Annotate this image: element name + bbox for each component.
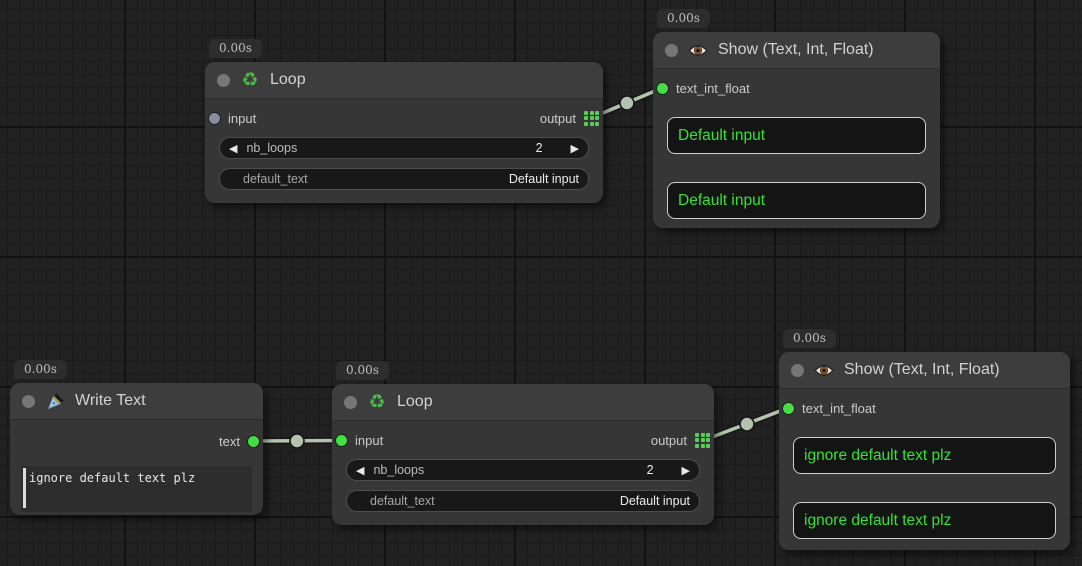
link-midpoint-dot[interactable] bbox=[739, 416, 755, 432]
show-value-box: Default input bbox=[667, 117, 926, 154]
recycle-icon: ♻ bbox=[368, 390, 386, 413]
node-title: Show (Text, Int, Float) bbox=[718, 41, 874, 58]
increment-arrow-icon[interactable]: ▶ bbox=[570, 141, 579, 155]
output-grid-icon[interactable] bbox=[695, 432, 710, 448]
input-slot-label: text_int_float bbox=[676, 80, 750, 96]
widget-label: nb_loops bbox=[373, 463, 425, 477]
show-value-box: Default input bbox=[667, 182, 926, 219]
node-title: Write Text bbox=[75, 392, 146, 409]
show-value-text: ignore default text plz bbox=[804, 446, 952, 464]
recycle-icon: ♻ bbox=[241, 68, 259, 91]
nb-loops-number-widget[interactable]: ◀ nb_loops 2 ▶ bbox=[219, 137, 589, 159]
widget-label: nb_loops bbox=[246, 141, 298, 155]
input-slot-dot[interactable] bbox=[783, 402, 794, 414]
link-wire[interactable] bbox=[249, 433, 346, 449]
link-wire[interactable] bbox=[699, 404, 792, 444]
input-slot-dot[interactable] bbox=[657, 82, 668, 94]
eye-icon bbox=[688, 40, 708, 60]
show-value-text: Default input bbox=[678, 126, 766, 144]
show-value-box: ignore default text plz bbox=[793, 437, 1056, 474]
collapse-dot[interactable] bbox=[791, 363, 804, 377]
link-midpoint-dot[interactable] bbox=[289, 433, 305, 449]
collapse-dot[interactable] bbox=[217, 73, 230, 87]
node-show-top[interactable]: 0.00s Show (Text, Int, Float) text_int_f… bbox=[653, 9, 940, 228]
input-slot-label: text_int_float bbox=[802, 400, 876, 416]
show-value-box: ignore default text plz bbox=[793, 502, 1056, 539]
output-slot-dot[interactable] bbox=[248, 435, 259, 447]
node-titlebar[interactable]: Write Text bbox=[10, 383, 263, 420]
widget-value[interactable]: 2 bbox=[646, 463, 654, 477]
widget-label: default_text bbox=[370, 494, 435, 508]
collapse-dot[interactable] bbox=[22, 394, 35, 408]
input-slot: text_int_float bbox=[657, 81, 750, 96]
output-slot-label: output bbox=[650, 432, 687, 448]
execution-time-badge: 0.00s bbox=[14, 360, 67, 379]
collapse-dot[interactable] bbox=[344, 395, 357, 409]
input-slot: input bbox=[209, 111, 256, 126]
node-loop-bottom[interactable]: 0.00s ♻ Loop input output ◀ nb_loops 2 ▶… bbox=[332, 361, 714, 525]
node-title: Loop bbox=[270, 71, 306, 88]
widget-value[interactable]: Default input bbox=[619, 494, 690, 508]
node-show-bottom[interactable]: 0.00s Show (Text, Int, Float) text_int_f… bbox=[779, 329, 1070, 550]
default-text-widget[interactable]: default_text Default input bbox=[219, 168, 589, 190]
text-cursor bbox=[23, 468, 26, 508]
output-slot: text bbox=[219, 434, 259, 449]
node-titlebar[interactable]: Show (Text, Int, Float) bbox=[653, 32, 940, 69]
node-loop-top[interactable]: 0.00s ♻ Loop input output ◀ nb_loops 2 ▶… bbox=[205, 39, 603, 203]
show-value-text: ignore default text plz bbox=[804, 511, 952, 529]
output-slot-label: text bbox=[219, 433, 240, 449]
increment-arrow-icon[interactable]: ▶ bbox=[681, 463, 690, 477]
widget-value[interactable]: Default input bbox=[508, 172, 579, 186]
text-editor[interactable]: ignore default text plz bbox=[21, 466, 252, 512]
show-value-text: Default input bbox=[678, 191, 766, 209]
input-slot-dot[interactable] bbox=[336, 434, 347, 446]
execution-time-badge: 0.00s bbox=[209, 39, 262, 58]
input-slot: text_int_float bbox=[783, 401, 876, 416]
output-grid-icon[interactable] bbox=[584, 110, 599, 126]
link-midpoint-dot[interactable] bbox=[619, 95, 635, 111]
input-slot-label: input bbox=[355, 432, 384, 448]
execution-time-badge: 0.00s bbox=[657, 9, 710, 28]
execution-time-badge: 0.00s bbox=[336, 361, 389, 380]
node-titlebar[interactable]: ♻ Loop bbox=[205, 62, 603, 99]
node-title: Loop bbox=[397, 393, 433, 410]
nb-loops-number-widget[interactable]: ◀ nb_loops 2 ▶ bbox=[346, 459, 700, 481]
output-slot-label: output bbox=[539, 110, 576, 126]
node-title: Show (Text, Int, Float) bbox=[844, 361, 1000, 378]
widget-label: default_text bbox=[243, 172, 308, 186]
default-text-widget[interactable]: default_text Default input bbox=[346, 490, 700, 512]
node-titlebar[interactable]: Show (Text, Int, Float) bbox=[779, 352, 1070, 389]
input-slot-dot[interactable] bbox=[209, 112, 220, 124]
text-editor-content: ignore default text plz bbox=[29, 471, 196, 485]
pen-icon bbox=[45, 391, 65, 411]
output-slot: output bbox=[539, 110, 599, 126]
output-slot: output bbox=[650, 432, 710, 448]
decrement-arrow-icon[interactable]: ◀ bbox=[229, 141, 238, 155]
node-titlebar[interactable]: ♻ Loop bbox=[332, 384, 714, 421]
widget-value[interactable]: 2 bbox=[535, 141, 543, 155]
input-slot-label: input bbox=[228, 110, 257, 126]
input-slot: input bbox=[336, 433, 383, 448]
node-write-text[interactable]: 0.00s Write Text text ignore default tex… bbox=[10, 360, 263, 515]
execution-time-badge: 0.00s bbox=[783, 329, 836, 348]
collapse-dot[interactable] bbox=[665, 43, 678, 57]
decrement-arrow-icon[interactable]: ◀ bbox=[356, 463, 365, 477]
eye-icon bbox=[814, 360, 834, 380]
